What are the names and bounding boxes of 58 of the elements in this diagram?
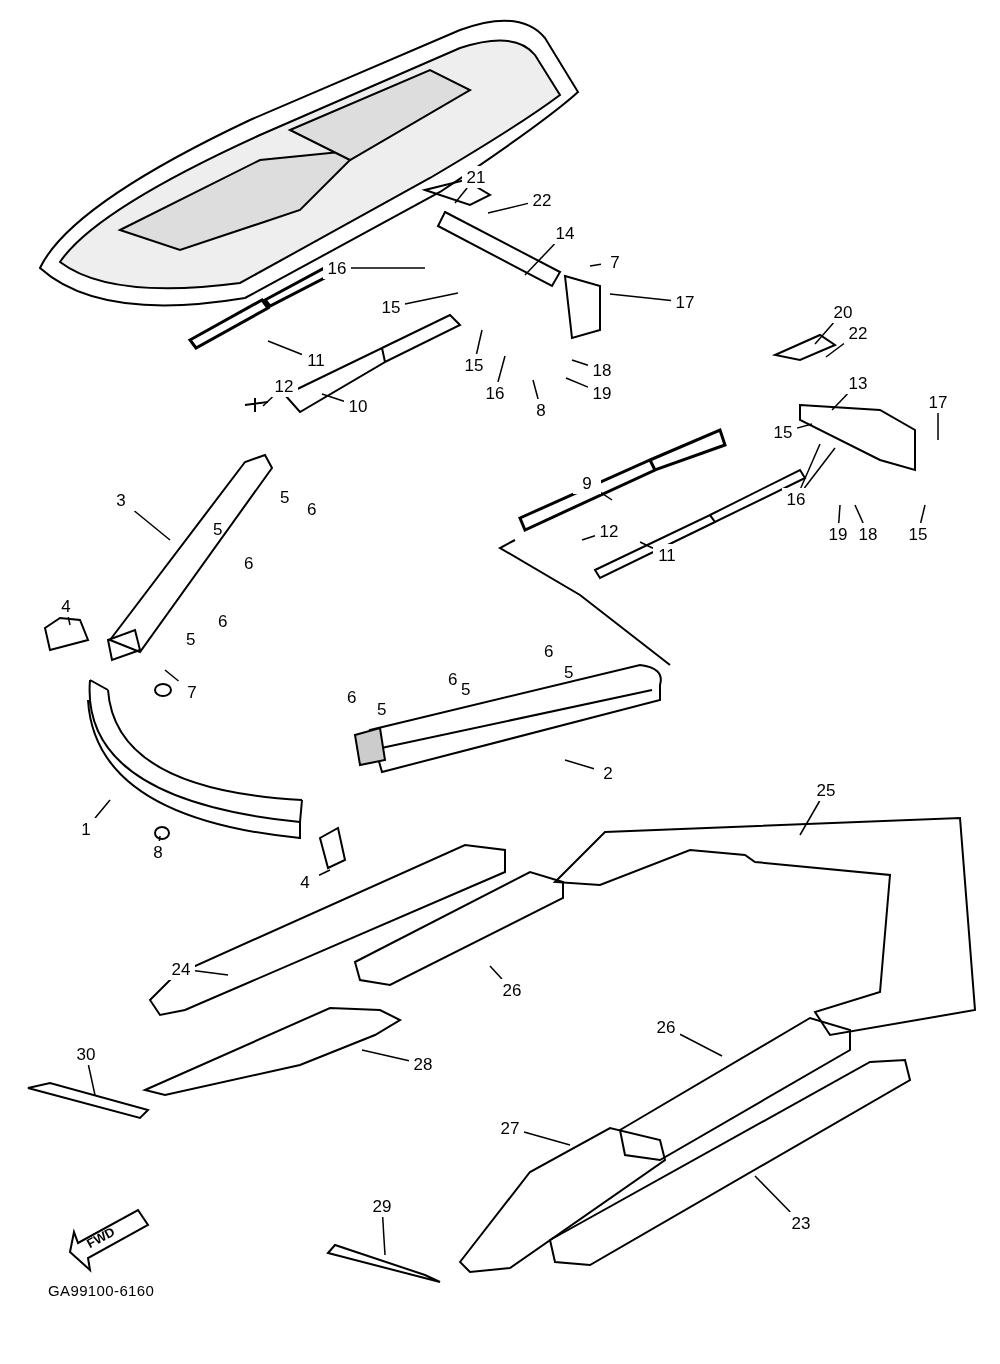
leader-line [487,202,529,214]
leader-line [838,504,841,524]
callout-number: 6 [244,555,254,572]
leader-line [67,616,71,626]
leader-line [639,541,654,549]
leader-line [796,423,813,429]
leader-line [321,393,345,403]
leader-line [854,504,864,524]
leader-line [565,377,589,388]
leader-line [267,340,303,356]
callout-number: 6 [544,643,554,660]
leader-line [679,1033,723,1057]
leader-line [194,970,229,976]
leader-line [831,393,849,411]
callout-number: 6 [448,671,458,688]
leader-line [919,504,926,524]
leader-line [404,292,459,305]
leader-line [523,1131,571,1146]
part-code: GA99100-6160 [48,1281,155,1301]
leader-line [94,799,111,819]
leader-line [262,396,274,407]
callout-number: 5 [280,489,290,506]
leader-line [609,293,672,302]
leader-line [475,329,483,355]
leader-line [754,1175,791,1213]
leader-line [158,835,161,842]
leader-line [600,491,613,501]
leader-line [581,534,596,541]
callout-number: 5 [461,681,471,698]
callout-number: 6 [218,613,228,630]
leader-line [361,1049,410,1062]
callout-number: 6 [307,501,317,518]
callout-number: 5 [186,631,196,648]
leader-line [318,869,331,877]
callout-number: 5 [213,521,223,538]
leader-line [937,412,939,441]
callout-number: 5 [377,701,387,718]
direction-label: FWD [83,1222,119,1254]
callout-number: 5 [564,664,574,681]
leader-line [800,443,821,489]
leader-line [814,322,835,345]
leader-line [589,263,602,267]
leader-line [454,187,468,204]
leader-line [164,669,180,682]
leader-line [133,510,171,541]
leader-line [497,355,506,383]
callout-number: 6 [347,689,357,706]
leader-line [799,800,821,836]
leader-line [381,1216,386,1256]
leader-line [532,379,539,400]
leader-line [825,342,845,358]
leader-line [803,447,836,489]
leader-line [350,267,426,269]
leader-line [564,759,595,770]
leader-line [489,965,503,980]
leader-line [571,359,589,367]
leader-line [524,243,556,276]
leader-line [87,1064,96,1096]
